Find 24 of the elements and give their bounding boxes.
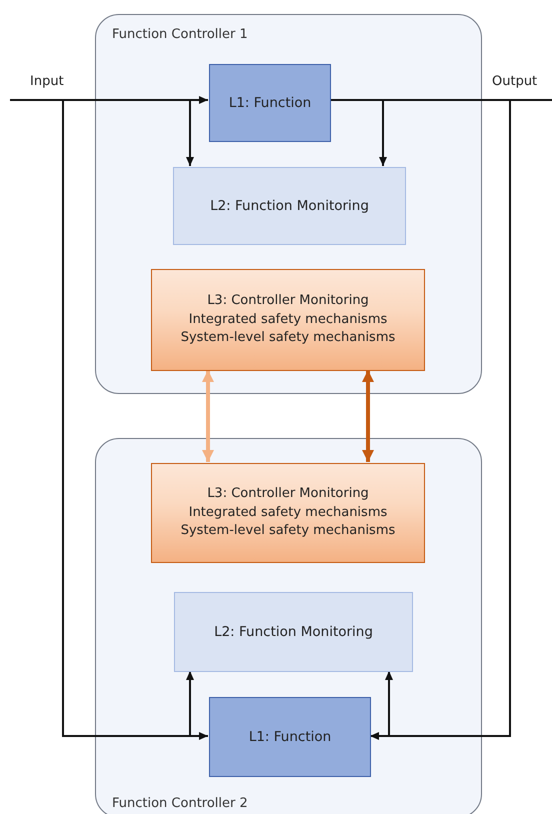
container-title: Function Controller 2 xyxy=(112,796,248,811)
container-title: Function Controller 1 xyxy=(112,27,248,42)
output-label: Output xyxy=(492,74,538,89)
box-text: Integrated safety mechanisms xyxy=(188,310,388,329)
input-label: Input xyxy=(30,74,64,89)
box-text: L2: Function Monitoring xyxy=(214,624,373,640)
controller-monitoring-box xyxy=(151,269,425,371)
box-text: Integrated safety mechanisms xyxy=(188,504,388,522)
double-arrow xyxy=(362,370,374,462)
monitoring-box xyxy=(174,592,413,672)
box-text: L3: Controller Monitoring xyxy=(207,484,369,503)
box-text: L3: Controller Monitoring xyxy=(207,292,369,310)
box-text: L1: Function xyxy=(228,95,312,111)
box-text: L2: Function Monitoring xyxy=(210,198,369,214)
monitoring-box xyxy=(173,167,406,245)
controller-container xyxy=(95,14,482,394)
box-text: System-level safety mechanisms xyxy=(180,329,396,348)
function-box xyxy=(209,64,331,142)
controller-monitoring-box xyxy=(151,463,425,563)
controller-container xyxy=(95,438,482,814)
function-box xyxy=(209,697,371,777)
box-text: L1: Function xyxy=(248,729,332,745)
box-text: System-level safety mechanisms xyxy=(180,522,396,540)
double-arrow xyxy=(202,370,214,462)
